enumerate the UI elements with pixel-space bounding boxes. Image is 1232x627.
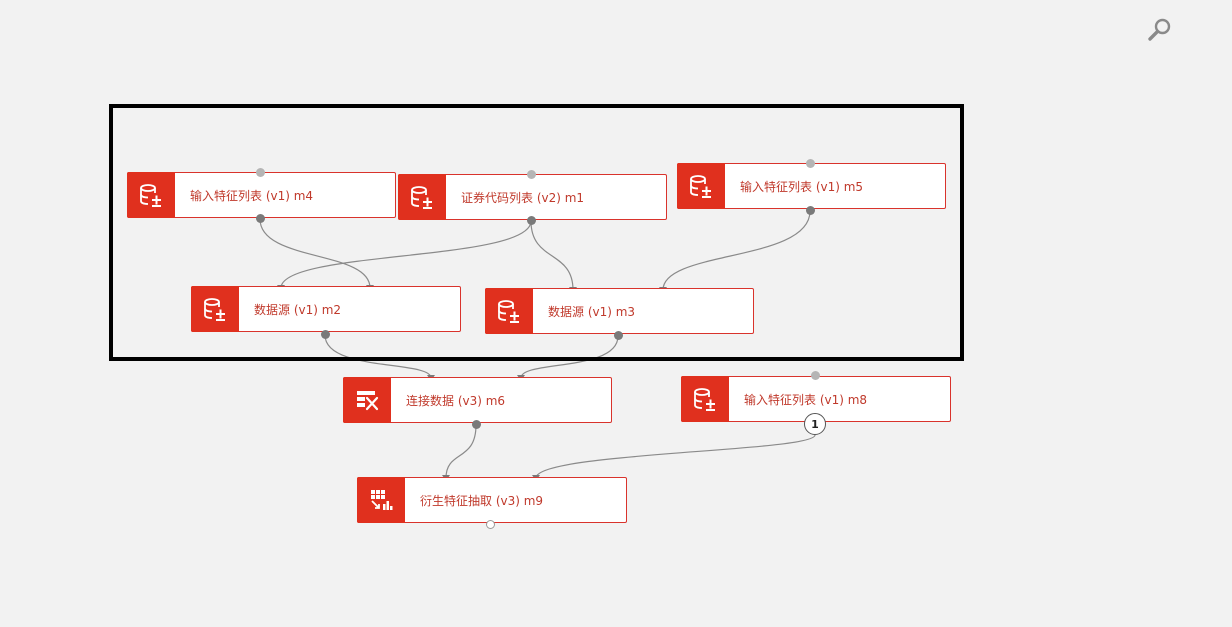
selection-rectangle [109,104,964,361]
database-plus-icon [681,376,729,422]
module-label: 连接数据 (v3) m6 [406,393,506,408]
module-label: 输入特征列表 (v1) m4 [190,188,314,203]
module-label: 数据源 (v1) m3 [548,304,636,319]
module-label: 证券代码列表 (v2) m1 [461,190,585,205]
module-label: 衍生特征抽取 (v3) m9 [420,493,544,508]
edge-m6-m9 [445,424,477,479]
output-port[interactable] [806,206,815,215]
module-label: 输入特征列表 (v1) m5 [740,179,864,194]
output-port[interactable] [527,216,536,225]
module-m2[interactable]: 数据源 (v1) m2 [191,286,461,332]
database-plus-icon [485,288,533,334]
module-m9[interactable]: 衍生特征抽取 (v3) m9 [357,477,627,523]
input-port[interactable] [806,159,815,168]
join-tools-icon [343,377,391,423]
output-port[interactable] [256,214,265,223]
input-port[interactable] [811,371,820,380]
search-icon[interactable] [1146,16,1174,44]
module-label: 数据源 (v1) m2 [254,302,342,317]
database-plus-icon [677,163,725,209]
grid-chart-icon [357,477,405,523]
output-port[interactable] [614,331,623,340]
module-label: 输入特征列表 (v1) m8 [744,392,868,407]
module-m4[interactable]: 输入特征列表 (v1) m4 [127,172,396,218]
module-m3[interactable]: 数据源 (v1) m3 [485,288,754,334]
module-m1[interactable]: 证券代码列表 (v2) m1 [398,174,667,220]
database-plus-icon [191,286,239,332]
output-port[interactable] [321,330,330,339]
output-port[interactable] [486,520,495,529]
input-port[interactable] [256,168,265,177]
input-port[interactable] [527,170,536,179]
database-plus-icon [127,172,175,218]
module-m6[interactable]: 连接数据 (v3) m6 [343,377,612,423]
output-count-badge[interactable]: 1 [804,413,826,435]
output-port[interactable] [472,420,481,429]
database-plus-icon [398,174,446,220]
edge-m8-m9 [535,434,816,479]
module-m5[interactable]: 输入特征列表 (v1) m5 [677,163,946,209]
module-m8[interactable]: 输入特征列表 (v1) m8 [681,376,951,422]
